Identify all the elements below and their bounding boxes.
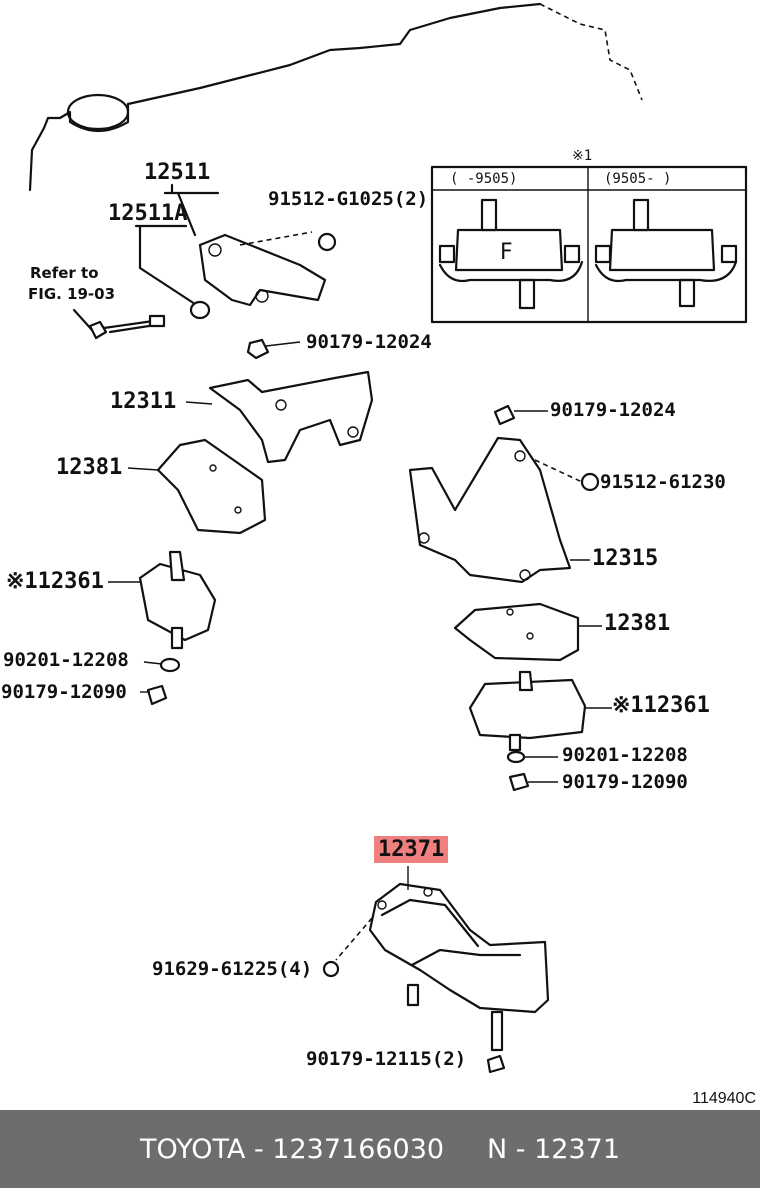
inset-col2-header: (9505- ): [604, 171, 672, 187]
label-12311: 12311: [110, 389, 177, 414]
label-90179-12024-b: 90179-12024: [550, 399, 676, 421]
label-90179-12115: 90179-12115(2): [306, 1048, 467, 1070]
inset-letter-f: F: [500, 240, 513, 265]
inset-col1-header: ( -9505): [450, 171, 518, 187]
label-12381-a: 12381: [56, 455, 123, 480]
inset-note: ※1: [572, 148, 593, 164]
diagram-linework: [28, 2, 748, 1074]
label-fig-ref: FIG. 19-03: [28, 285, 116, 303]
label-91512-61230: 91512-61230: [600, 471, 726, 493]
label-12315: 12315: [592, 546, 659, 571]
label-refer-to: Refer to: [30, 264, 99, 282]
footer-bar: TOYOTA - 1237166030 N - 12371: [0, 1110, 760, 1188]
footer-ref: N - 12371: [487, 1133, 621, 1165]
footer-brand: TOYOTA: [139, 1133, 246, 1165]
label-12361-b: ※112361: [612, 693, 710, 718]
footer-sep-1: -: [245, 1133, 273, 1165]
label-90179-12090-a: 90179-12090: [1, 681, 127, 703]
label-12511a: 12511A: [108, 201, 188, 226]
parts-diagram: 12511 12511A Refer to FIG. 19-03 91512-G…: [1, 2, 756, 1107]
footer-part-number: 1237166030: [272, 1133, 445, 1165]
label-90201-12208-b: 90201-12208: [562, 744, 688, 766]
label-91512-g1025: 91512-G1025(2): [268, 188, 429, 210]
label-91629-61225: 91629-61225(4): [152, 958, 313, 980]
label-12381-b: 12381: [604, 611, 671, 636]
label-12511: 12511: [144, 160, 211, 185]
label-12361-a: ※112361: [6, 569, 104, 594]
footer-gap: [444, 1134, 487, 1165]
label-90201-12208-a: 90201-12208: [3, 649, 129, 671]
label-90179-12090-b: 90179-12090: [562, 771, 688, 793]
label-90179-12024-a: 90179-12024: [306, 331, 432, 353]
diagram-code: 114940C: [692, 1090, 756, 1107]
label-12371-highlighted: 12371: [374, 836, 449, 863]
